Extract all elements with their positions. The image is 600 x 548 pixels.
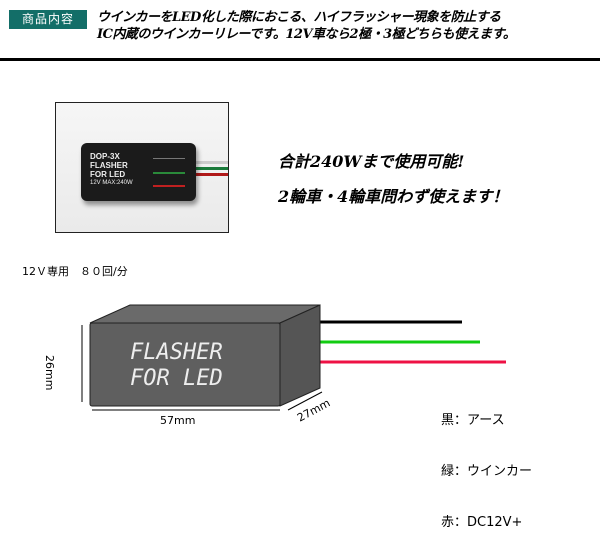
header-divider — [0, 58, 600, 61]
legend-black: 黒：アース — [441, 413, 505, 428]
box-front-face — [89, 322, 281, 407]
intro-line-1: ウインカーをLED化した際におこる、ハイフラッシャー現象を防止する — [97, 10, 501, 25]
led-line-b — [153, 185, 185, 187]
led-line-l — [153, 172, 185, 174]
led-line-e — [153, 158, 185, 159]
spec-text: 12Ｖ専用 ８０回/分 — [22, 265, 128, 278]
relay-label: DOP-3X FLASHER FOR LED 12V MAX:240W — [90, 152, 133, 188]
feature-line-2: 2輪車・4輪車問わず使えます！ — [278, 187, 509, 206]
wire-legend: 黒：アース 緑：ウインカー 赤：DC12V+ — [441, 378, 532, 548]
diagram-face-label: FLASHER FOR LED — [130, 340, 223, 392]
green-wire — [186, 167, 228, 170]
legend-red: 赤：DC12V+ — [441, 515, 523, 530]
width-label: 57mm — [160, 414, 196, 427]
product-photo: DOP-3X FLASHER FOR LED 12V MAX:240W — [55, 102, 229, 233]
height-label: 26mm — [43, 355, 56, 391]
intro-line-2: IC内蔵のウインカーリレーです。12V車なら2極・3極どちらも使えます。 — [97, 27, 516, 42]
depth-dimension-line — [287, 391, 323, 411]
dimension-diagram — [81, 304, 506, 411]
model-label: DOP-3X — [90, 152, 120, 161]
white-wire — [186, 161, 228, 164]
red-wire — [186, 173, 228, 176]
face-line-1: FLASHER — [130, 340, 223, 365]
label-line-2: FOR LED — [90, 170, 126, 179]
feature-line-1: 合計240Wまで使用可能! — [278, 152, 465, 171]
rating-label: 12V MAX:240W — [90, 180, 133, 186]
relay-unit: DOP-3X FLASHER FOR LED 12V MAX:240W — [81, 143, 196, 201]
product-content-badge: 商品内容 — [9, 10, 87, 29]
legend-green: 緑：ウインカー — [441, 464, 533, 479]
label-line-1: FLASHER — [90, 161, 128, 170]
box-side-face — [279, 304, 321, 407]
intro-text: ウインカーをLED化した際におこる、ハイフラッシャー現象を防止する IC内蔵のウ… — [97, 9, 516, 43]
face-line-2: FOR LED — [130, 366, 223, 391]
